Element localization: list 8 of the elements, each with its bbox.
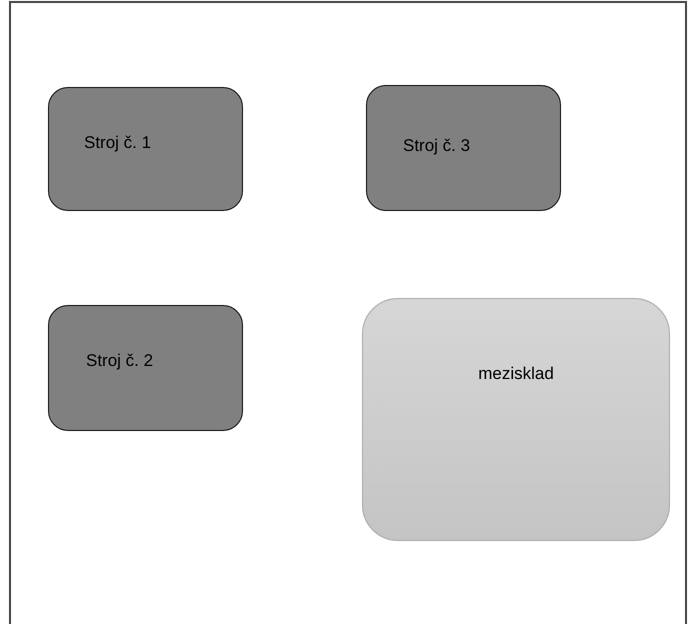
- machine-box: [48, 87, 243, 211]
- machine-label: Stroj č. 1: [84, 133, 152, 153]
- storage-area: [362, 298, 670, 541]
- area-label: mezisklad: [477, 364, 555, 384]
- machine-label: Stroj č. 3: [403, 136, 470, 156]
- machine-label: Stroj č. 2: [86, 351, 154, 371]
- machine-box: [366, 85, 561, 211]
- machine-box: [48, 305, 243, 431]
